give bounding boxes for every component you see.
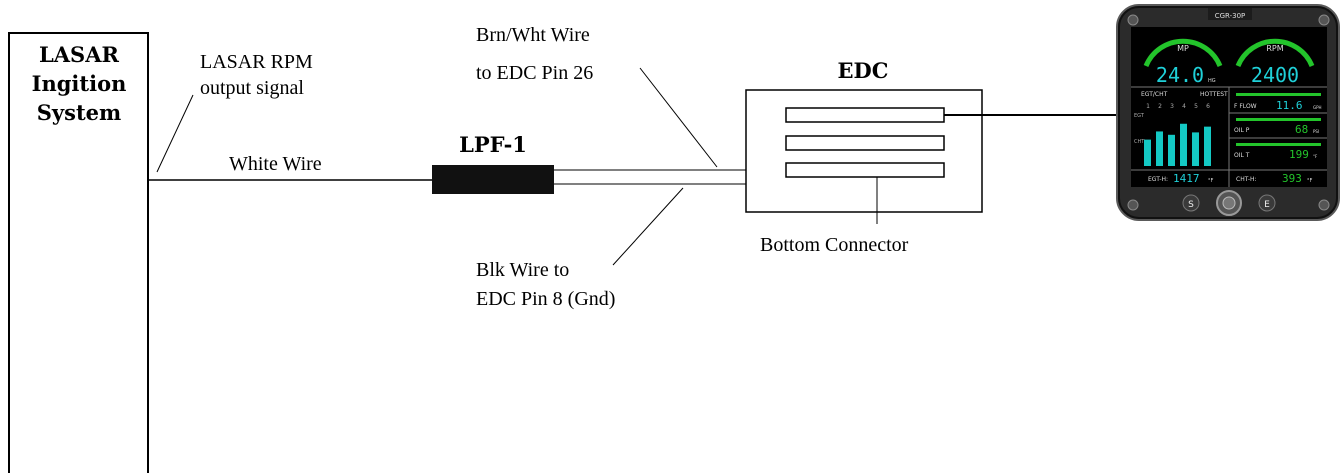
- instrument-model: CGR-30P: [1215, 12, 1246, 20]
- mp-value: 24.0: [1156, 63, 1204, 87]
- lasar-title-line2: Ingition: [32, 71, 127, 96]
- oilt-value: 199: [1289, 148, 1309, 161]
- cylinder-number: 6: [1206, 103, 1210, 110]
- rpm-arc-gauge: [1235, 38, 1315, 68]
- chth-label: CHT-H:: [1236, 176, 1257, 183]
- edc-top-connector: [785, 107, 945, 123]
- cylinder-bar: [1168, 134, 1175, 166]
- blk-wire-label-line1: Blk Wire to: [476, 259, 569, 281]
- rpm-signal-leader: [156, 94, 194, 173]
- mp-label: MP: [1177, 44, 1189, 53]
- lpf-1-filter: [432, 165, 554, 194]
- egt-cht-label: EGT/CHT: [1141, 91, 1168, 98]
- oilp-bar: [1236, 118, 1321, 121]
- cylinder-number: 2: [1158, 103, 1162, 110]
- cgr-30p-instrument: CGR-30P MP RPM 24.0 HG 2400 EGT/CHT HOTT…: [1116, 4, 1340, 221]
- cylinder-bar: [1180, 123, 1187, 166]
- lasar-ignition-box: [8, 32, 149, 473]
- cylinder-number: 1: [1146, 103, 1150, 110]
- hottest-label: HOTTEST: [1200, 91, 1228, 98]
- chth-unit: °F: [1307, 178, 1313, 184]
- knob-e-button[interactable]: [1258, 194, 1276, 212]
- rpm-signal-label-line1: LASAR RPM: [200, 51, 313, 73]
- chth-value: 393: [1282, 172, 1302, 185]
- oilp-label: OIL P: [1234, 127, 1250, 134]
- screw-icon: [1127, 14, 1139, 26]
- lpf-1-label: LPF-1: [459, 132, 527, 157]
- mp-unit: HG: [1208, 78, 1216, 84]
- screw-icon: [1318, 14, 1330, 26]
- fflow-bar: [1236, 93, 1321, 96]
- egth-value: 1417: [1173, 172, 1200, 185]
- oilp-value: 68: [1295, 123, 1308, 136]
- oilt-unit: °F: [1313, 154, 1318, 159]
- cylinder-bar: [1156, 131, 1163, 166]
- rpm-signal-label-line2: output signal: [200, 77, 304, 99]
- fflow-unit: GPH: [1313, 105, 1322, 110]
- oilt-bar: [1236, 143, 1321, 146]
- mp-arc-gauge: [1143, 38, 1223, 68]
- bottom-connector-label: Bottom Connector: [760, 234, 909, 256]
- blk-wire-leader: [612, 187, 684, 266]
- blk-wire-label-line2: EDC Pin 8 (Gnd): [476, 288, 615, 310]
- edc-bottom-connector: [785, 162, 945, 178]
- cylinder-number: 4: [1182, 103, 1186, 110]
- cylinder-number: 5: [1194, 103, 1198, 110]
- cht-side-label: CHT: [1134, 139, 1145, 145]
- edc-title: EDC: [838, 58, 889, 83]
- lasar-title-line1: LASAR: [39, 42, 120, 67]
- egt-side-label: EGT: [1134, 113, 1145, 119]
- brn-wire-leader: [639, 67, 718, 168]
- oilp-unit: PSI: [1313, 129, 1319, 134]
- knob-s-label: S: [1188, 200, 1194, 210]
- brn-wire-label-line1: Brn/Wht Wire: [476, 24, 590, 46]
- fflow-value: 11.6: [1276, 99, 1303, 112]
- cylinder-bar: [1204, 126, 1211, 166]
- white-wire-label: White Wire: [229, 153, 322, 175]
- knob-e-label: E: [1264, 200, 1270, 210]
- cylinder-bar: [1144, 139, 1151, 166]
- lasar-title-line3: System: [37, 100, 121, 125]
- egth-unit: °F: [1208, 178, 1214, 184]
- rpm-label: RPM: [1266, 44, 1283, 53]
- cylinder-number: 3: [1170, 103, 1174, 110]
- fflow-label: F FLOW: [1234, 103, 1257, 110]
- screw-icon: [1127, 199, 1139, 211]
- oilt-label: OIL T: [1234, 152, 1250, 159]
- knob-s-button[interactable]: [1182, 194, 1200, 212]
- brn-wire-label-line2: to EDC Pin 26: [476, 62, 593, 84]
- egth-label: EGT-H:: [1148, 176, 1168, 183]
- edc-middle-connector: [785, 135, 945, 151]
- rpm-value: 2400: [1251, 63, 1299, 87]
- cylinder-bar: [1192, 132, 1199, 166]
- screw-icon: [1318, 199, 1330, 211]
